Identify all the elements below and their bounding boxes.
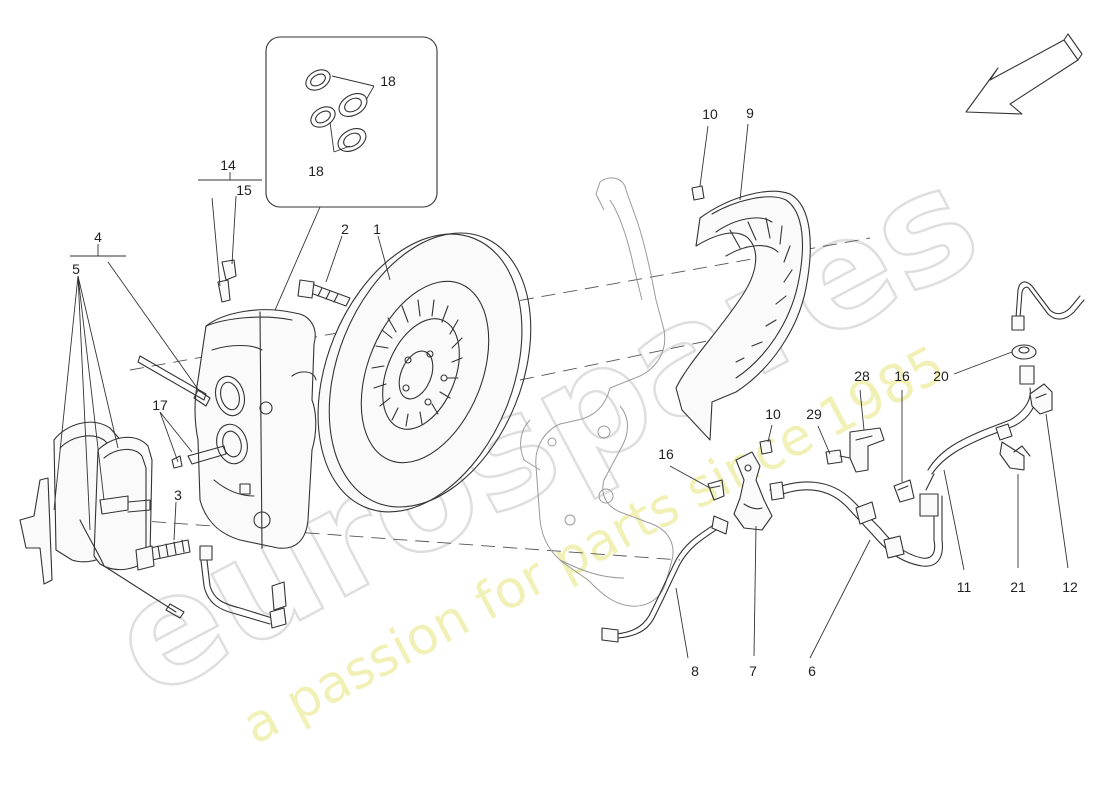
steering-knuckle — [520, 177, 674, 607]
callout-15: 15 — [236, 182, 252, 198]
wear-sensor — [995, 423, 1031, 471]
flexible-hose — [769, 481, 944, 567]
brake-pads — [19, 421, 185, 619]
bleed-screw — [217, 259, 237, 303]
seal-ring-icon — [310, 106, 336, 128]
callout-7: 7 — [749, 663, 757, 679]
seal-ring-icon — [337, 127, 367, 153]
callout-18-top: 18 — [380, 73, 396, 89]
disc-shield — [675, 190, 811, 441]
callout-18-bottom: 18 — [308, 163, 324, 179]
caliper-pin — [137, 355, 211, 407]
pad-clip — [19, 477, 53, 585]
callout-20: 20 — [933, 368, 949, 384]
caliper-bolt — [135, 539, 191, 571]
direction-arrow-icon — [965, 33, 1083, 115]
seal-ring-icon — [305, 69, 331, 91]
caliper-brake-line — [199, 545, 287, 629]
retaining-clip — [893, 479, 915, 503]
shield-screw — [691, 185, 705, 201]
bleed-pipe — [187, 445, 227, 465]
callout-9: 9 — [746, 105, 754, 121]
brake-disc — [317, 232, 532, 513]
callout-12: 12 — [1062, 579, 1078, 595]
seal-kit-inset — [265, 36, 438, 208]
small-screw — [171, 455, 183, 469]
disc-vents — [371, 299, 463, 427]
mounting-bracket — [849, 427, 885, 473]
callout-11: 11 — [957, 579, 972, 595]
callout-labels: 1 2 3 4 5 14 15 17 18 18 10 9 28 16 20 1… — [72, 73, 1078, 679]
brake-line-top — [1011, 281, 1085, 331]
brake-caliper — [187, 309, 317, 549]
caliper-clip — [239, 483, 251, 495]
callout-17: 17 — [152, 397, 168, 413]
callout-10-top: 10 — [702, 106, 718, 122]
callout-6: 6 — [808, 663, 816, 679]
hose-bracket — [733, 451, 773, 531]
grommet — [1011, 344, 1037, 360]
shield-screw — [759, 439, 773, 455]
callout-14: 14 — [220, 157, 236, 173]
brake-pipe — [601, 515, 729, 643]
callout-21: 21 — [1010, 579, 1026, 595]
disc-bolt — [297, 279, 351, 307]
retaining-clip — [707, 479, 725, 501]
callout-16-right: 16 — [894, 368, 910, 384]
callout-28: 28 — [854, 368, 870, 384]
leader-lines — [53, 123, 1069, 659]
callout-10-mid: 10 — [765, 406, 781, 422]
callout-3: 3 — [174, 487, 182, 503]
callout-1: 1 — [373, 221, 381, 237]
callout-5: 5 — [72, 261, 80, 277]
callout-4: 4 — [94, 229, 102, 245]
callout-8: 8 — [691, 663, 699, 679]
callout-16-left: 16 — [658, 446, 674, 462]
sensor-connector — [1029, 383, 1053, 415]
seal-ring-icon — [338, 92, 368, 118]
callout-29: 29 — [806, 406, 822, 422]
callout-2: 2 — [341, 221, 349, 237]
